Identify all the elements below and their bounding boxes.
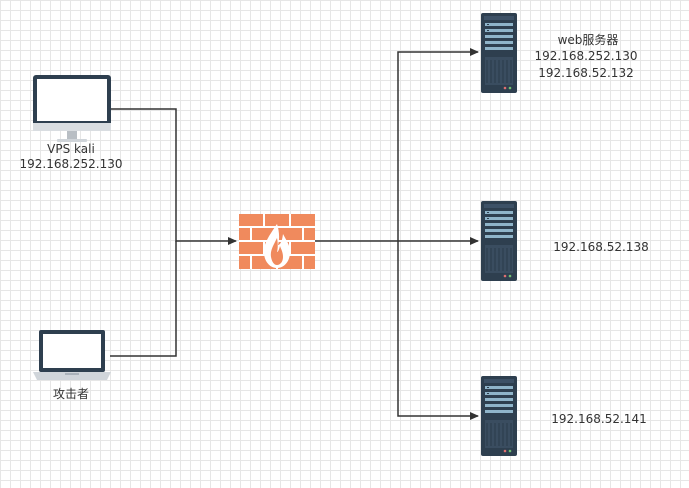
edge-vps-to-firewall	[110, 108, 237, 245]
web-server-ip-2-label: 192.168.52.132	[538, 66, 633, 80]
middle-server-icon	[480, 200, 518, 282]
web-server-icon	[480, 12, 518, 94]
attacker-label: 攻击者	[53, 387, 89, 401]
middle-server-ip-label: 192.168.52.138	[553, 240, 648, 254]
edge-firewall-to-bottom-server	[397, 241, 479, 420]
desktop-monitor-icon	[33, 75, 111, 142]
edge-attacker-to-firewall	[110, 241, 177, 357]
bottom-server-icon	[480, 375, 518, 457]
connectors	[110, 48, 479, 420]
web-server-ip-1-label: 192.168.252.130	[534, 49, 637, 63]
vps-name-label: VPS kali	[47, 142, 95, 156]
edge-firewall-to-web-server	[397, 48, 479, 241]
firewall-icon	[239, 214, 315, 269]
vps-ip-label: 192.168.252.130	[19, 157, 122, 171]
bottom-server-ip-label: 192.168.52.141	[551, 412, 646, 426]
web-server-name-label: web服务器	[558, 32, 619, 47]
laptop-icon	[33, 330, 111, 380]
